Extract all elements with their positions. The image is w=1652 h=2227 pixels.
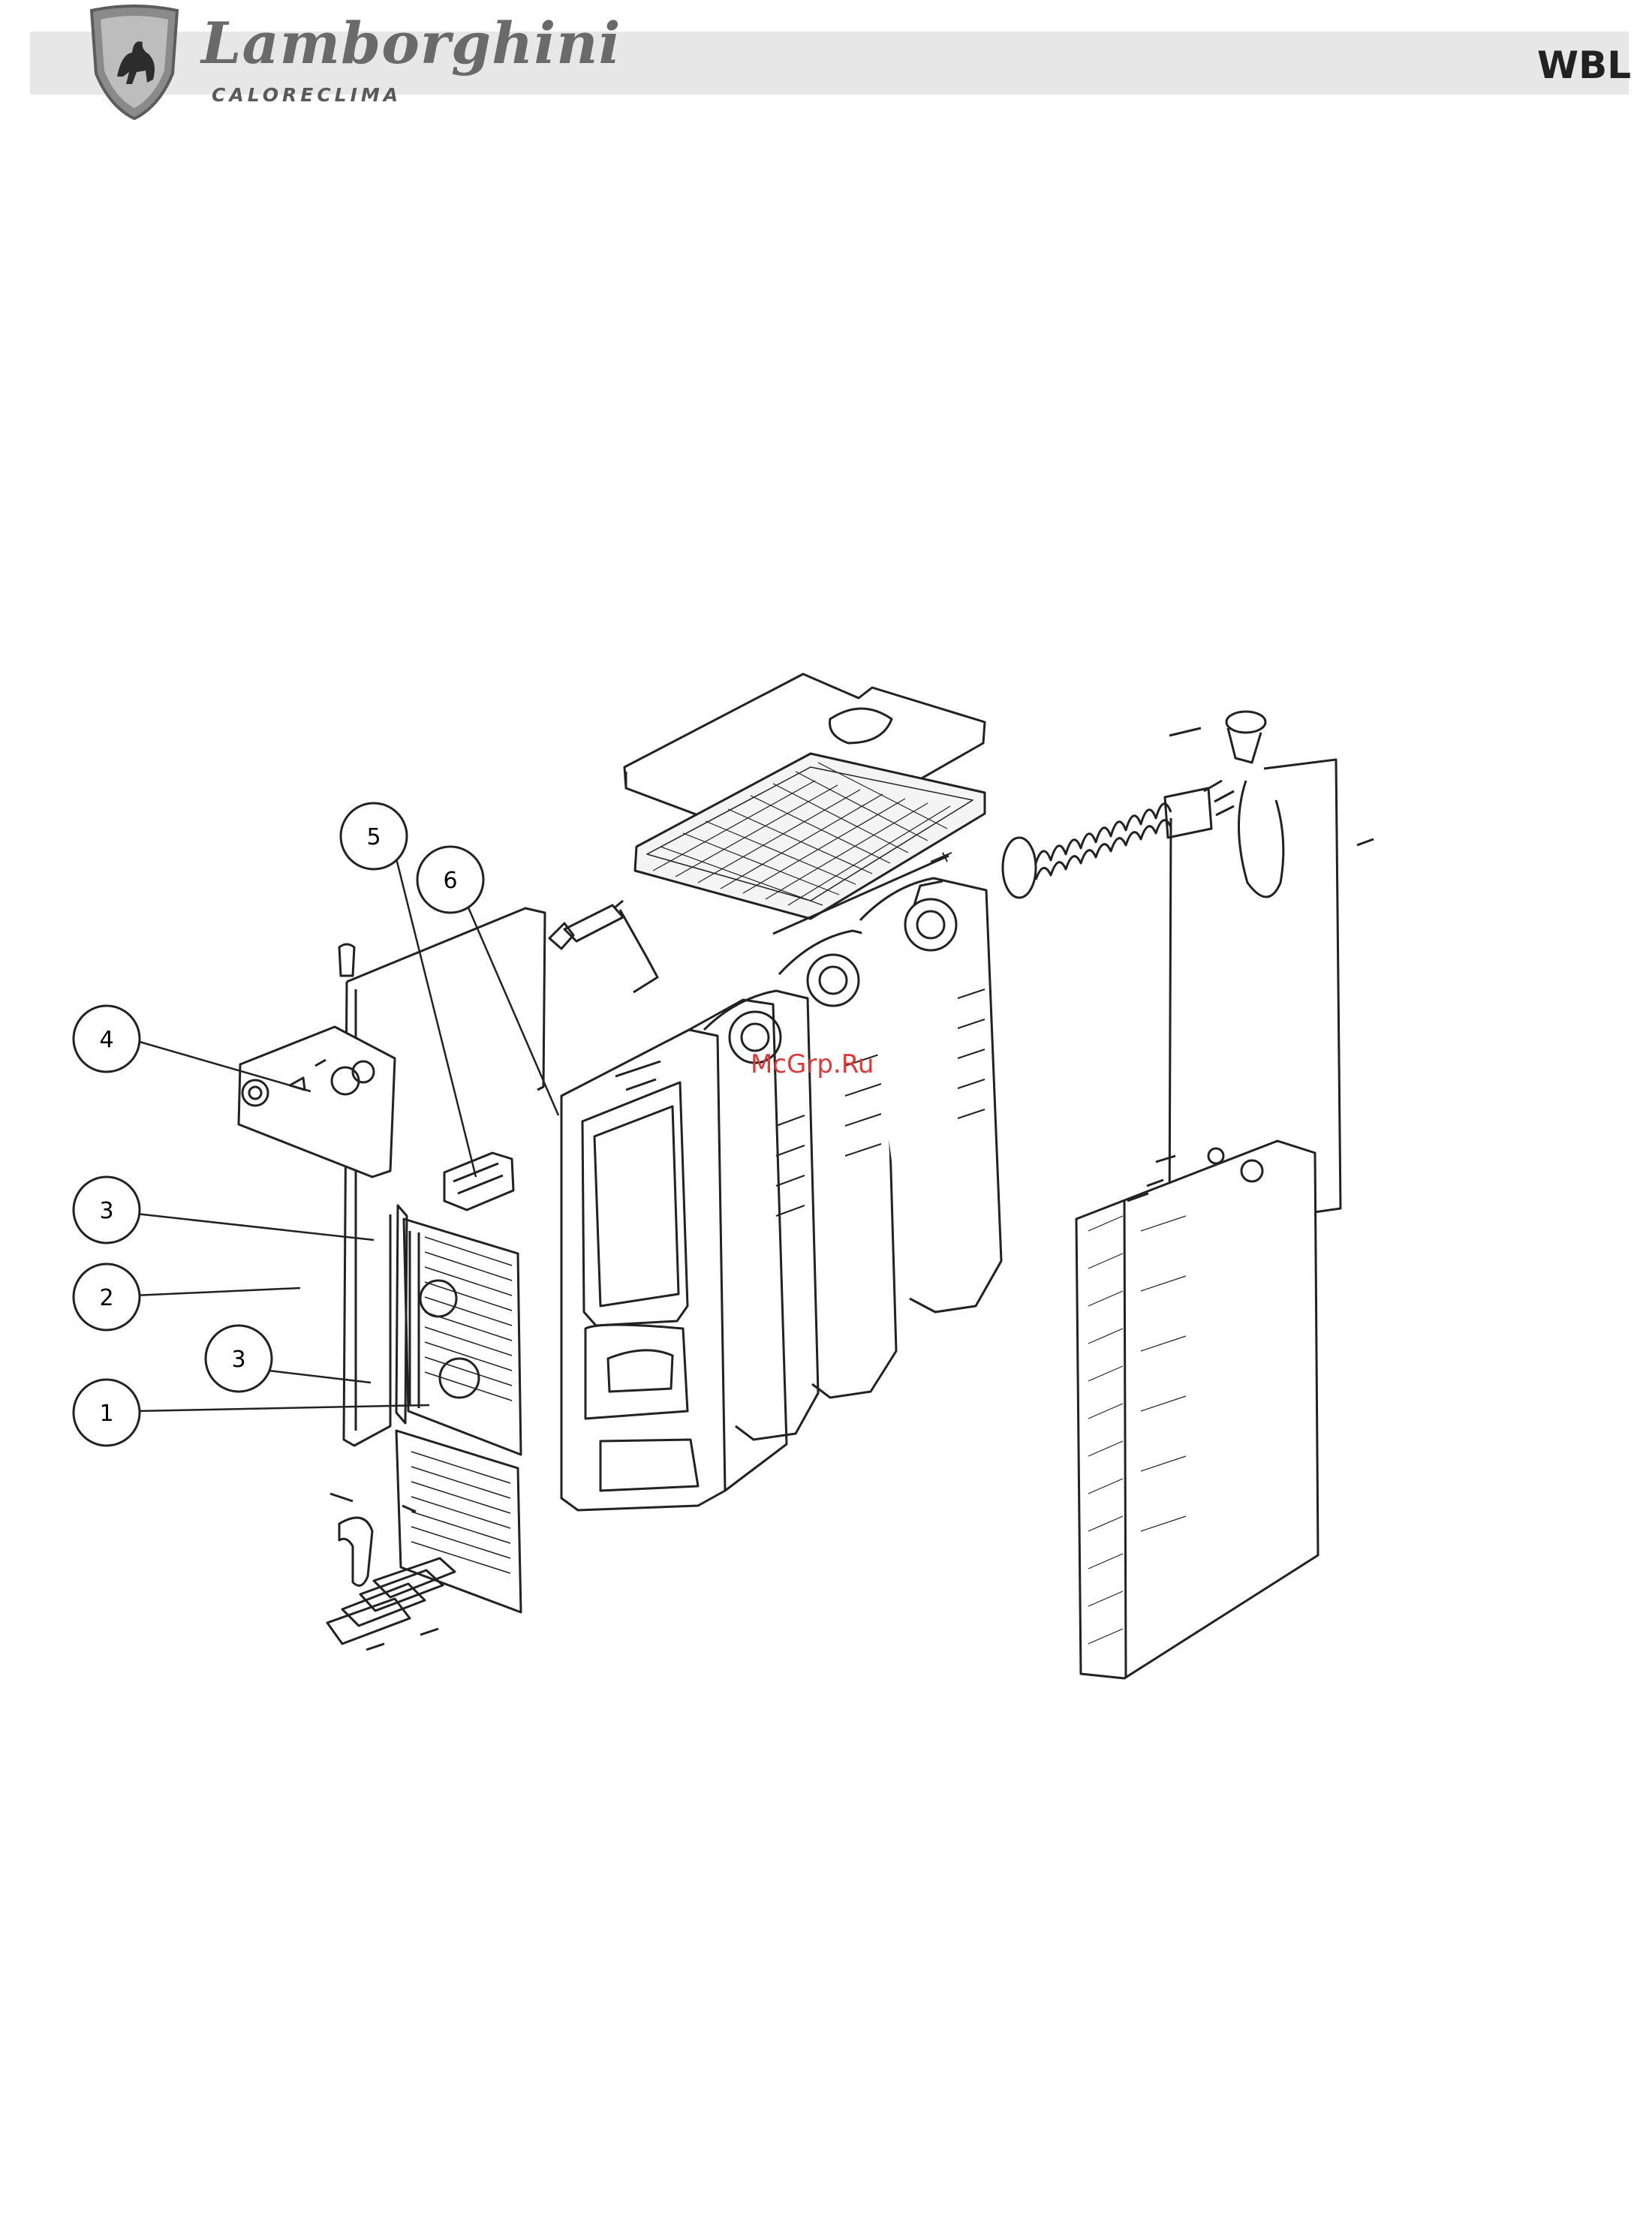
callout-2: 2 [74,1264,140,1330]
callout-1: 1 [74,1380,140,1446]
callout-3-lower-label: 3 [231,1347,245,1373]
callout-3-upper: 3 [74,1177,140,1243]
callout-2-label: 2 [99,1285,113,1311]
callout-5-label: 5 [366,824,381,850]
lower-access-panel [330,1431,521,1612]
callout-6-label: 6 [443,868,457,894]
callout-3-upper-label: 3 [99,1198,113,1224]
right-side-panel [1076,1141,1318,1678]
electrode-part-6 [549,901,657,992]
callout-3-lower: 3 [206,1326,272,1392]
spiral-turbulator [1003,804,1171,898]
callout-4-label: 4 [99,1027,113,1053]
callout-4: 4 [74,1006,140,1072]
control-panel [239,1027,395,1177]
front-lower-panel [404,1219,521,1455]
callout-1-label: 1 [99,1401,113,1427]
watermark-text: McGrp.Ru [751,1049,874,1079]
callout-5: 5 [341,803,407,869]
rear-section [860,878,1001,1312]
callout-6: 6 [417,847,483,913]
bracket-part-5 [444,1153,513,1210]
